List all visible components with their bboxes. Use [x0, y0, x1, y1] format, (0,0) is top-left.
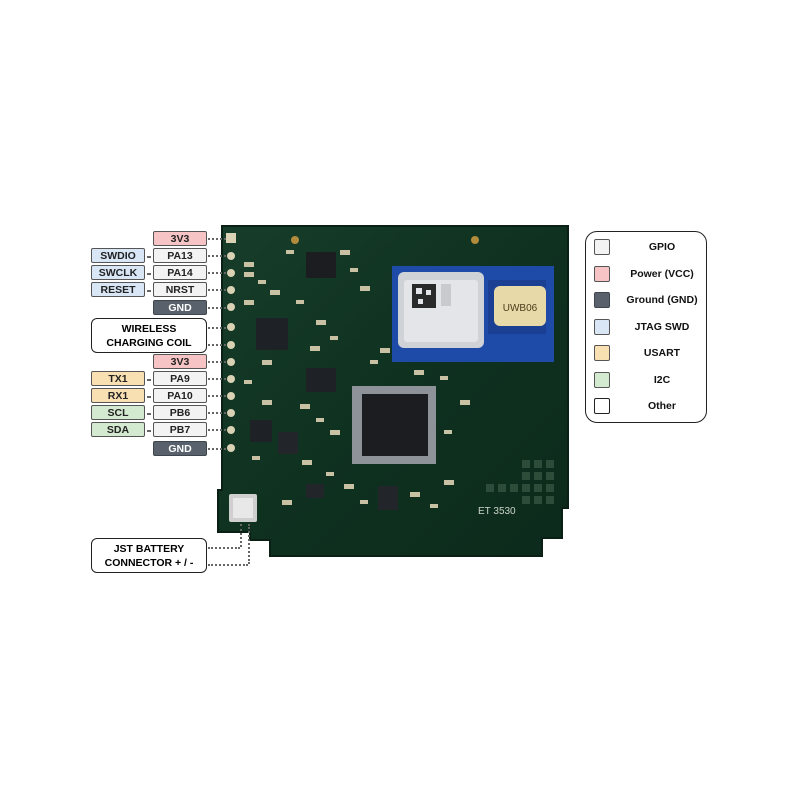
legend-swatch	[594, 292, 610, 308]
legend-label: Ground (GND)	[626, 294, 698, 306]
connector-dash	[147, 430, 151, 432]
pin-pa9: PA9	[153, 371, 207, 386]
leader-line	[208, 289, 226, 291]
pin-pb6: PB6	[153, 405, 207, 420]
legend-swatch	[594, 372, 610, 388]
pad-grid	[486, 460, 554, 504]
pin-3v3-top: 3V3	[153, 231, 207, 246]
connector-dash	[147, 396, 151, 398]
jst-battery-connector-note: JST BATTERY CONNECTOR + / -	[91, 538, 207, 573]
jst-leader-vert-1	[240, 524, 242, 547]
legend-swatch	[594, 266, 610, 282]
leader-line	[208, 361, 226, 363]
jst-leader-bottom	[208, 564, 248, 566]
chip-5	[278, 432, 298, 454]
legend-label: Other	[647, 400, 676, 412]
legend-item-usart: USART	[594, 345, 704, 361]
mcu-chip	[352, 386, 436, 464]
jst-connector	[229, 494, 257, 522]
pin-gnd-bottom: GND	[153, 441, 207, 456]
leader-line	[208, 378, 226, 380]
func-scl: SCL	[91, 405, 145, 420]
chip-7	[378, 486, 398, 510]
func-swclk: SWCLK	[91, 265, 145, 280]
pin-nrst: NRST	[153, 282, 207, 297]
leader-line	[208, 327, 226, 329]
pin-pa14: PA14	[153, 265, 207, 280]
jst-leader-vert-2	[248, 524, 250, 564]
legend: GPIO Power (VCC) Ground (GND) JTAG SWD U…	[585, 231, 707, 423]
uwb-module-label: UWB06	[503, 303, 538, 314]
func-swdio: SWDIO	[91, 248, 145, 263]
wireless-note-line2: CHARGING COIL	[106, 337, 192, 349]
leader-line	[208, 238, 226, 240]
connector-dash	[147, 273, 151, 275]
connector-dash	[147, 290, 151, 292]
legend-item-ground: Ground (GND)	[594, 292, 704, 308]
legend-label: JTAG SWD	[634, 321, 690, 333]
leader-line	[208, 272, 226, 274]
edge-pads	[226, 233, 236, 452]
legend-swatch	[594, 319, 610, 335]
jst-note-line1: JST BATTERY	[113, 543, 185, 555]
board-silkscreen-label: ET 3530	[478, 506, 516, 517]
wireless-charging-coil-note: WIRELESS CHARGING COIL	[91, 318, 207, 353]
pin-pa13: PA13	[153, 248, 207, 263]
chip-1	[306, 252, 336, 278]
legend-item-i2c: I2C	[594, 372, 704, 388]
legend-item-power: Power (VCC)	[594, 266, 704, 282]
leader-line	[208, 448, 226, 450]
func-sda: SDA	[91, 422, 145, 437]
chip-3	[306, 368, 336, 392]
leader-line	[208, 255, 226, 257]
func-rx1: RX1	[91, 388, 145, 403]
leader-line	[208, 307, 226, 309]
func-tx1: TX1	[91, 371, 145, 386]
pin-gnd-top: GND	[153, 300, 207, 315]
legend-item-jtag: JTAG SWD	[594, 319, 704, 335]
leader-line	[208, 412, 226, 414]
chip-2	[256, 318, 288, 350]
leader-line	[208, 344, 226, 346]
leader-line	[208, 395, 226, 397]
connector-dash	[147, 256, 151, 258]
legend-swatch	[594, 345, 610, 361]
func-reset: RESET	[91, 282, 145, 297]
legend-label: Power (VCC)	[630, 268, 694, 280]
pin-3v3-mid: 3V3	[153, 354, 207, 369]
legend-label: GPIO	[648, 241, 676, 253]
wireless-note-line1: WIRELESS	[121, 323, 177, 335]
jst-leader-top	[208, 547, 240, 549]
chip-4	[250, 420, 272, 442]
legend-label: I2C	[653, 374, 671, 386]
leader-line	[208, 429, 226, 431]
legend-item-other: Other	[594, 398, 704, 414]
uwb-module: UWB06	[392, 266, 554, 362]
pin-pa10: PA10	[153, 388, 207, 403]
passive-components	[244, 250, 470, 508]
legend-label: USART	[643, 347, 681, 359]
legend-item-gpio: GPIO	[594, 239, 704, 255]
connector-dash	[147, 379, 151, 381]
legend-swatch	[594, 239, 610, 255]
connector-dash	[147, 413, 151, 415]
pin-pb7: PB7	[153, 422, 207, 437]
legend-swatch	[594, 398, 610, 414]
jst-note-line2: CONNECTOR + / -	[104, 557, 194, 569]
chip-6	[306, 484, 324, 498]
